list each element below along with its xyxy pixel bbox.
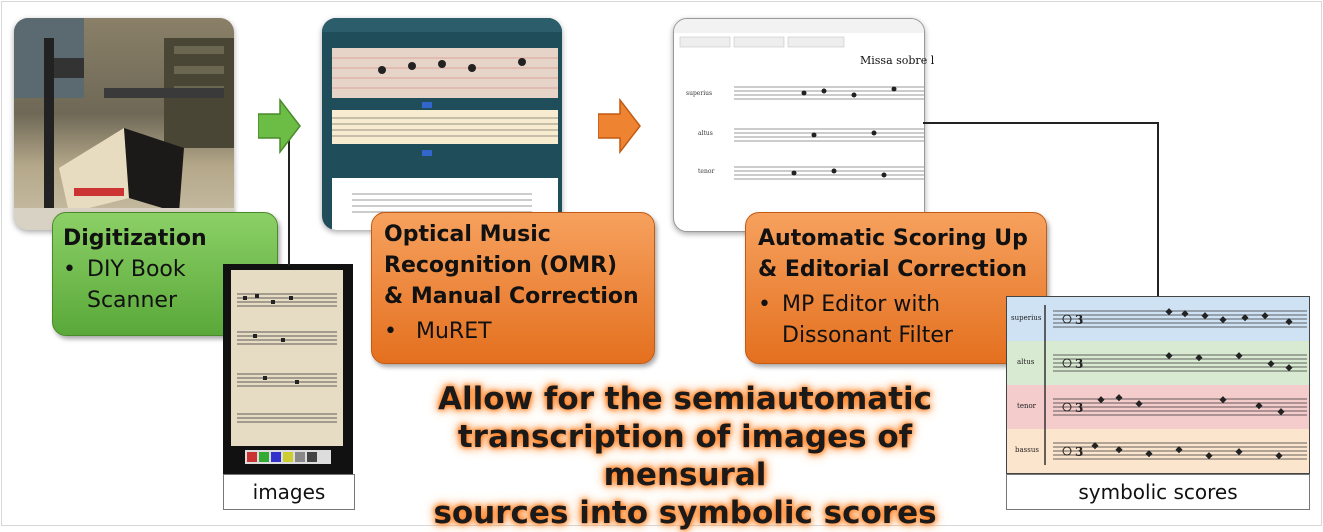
connector-line-top [923, 122, 1159, 124]
symbolic-score-image: 3 3 3 3 [1006, 296, 1310, 474]
scoring-card: Automatic Scoring Up & Editorial Correct… [745, 212, 1047, 364]
scoring-screenshot [673, 18, 925, 232]
connector-line-images [288, 126, 290, 266]
omr-title-line3: & Manual Correction [384, 284, 639, 309]
scoring-title-line1: Automatic Scoring Up [758, 226, 1028, 251]
score-voice-tenor: tenor [1017, 402, 1037, 410]
scoring-voice-superius: superius [686, 90, 713, 97]
svg-text:3: 3 [1075, 313, 1083, 327]
images-caption: images [223, 474, 355, 510]
scoring-voice-tenor: tenor [698, 168, 715, 175]
tagline: Allow for the semiautomatic transcriptio… [395, 380, 975, 532]
tagline-line1: Allow for the semiautomatic [437, 381, 933, 417]
tagline-line3: sources into symbolic scores [433, 495, 937, 531]
omr-title-line1: Optical Music [384, 222, 551, 247]
svg-text:3: 3 [1075, 401, 1083, 415]
green-arrow-icon [258, 98, 301, 154]
score-voice-altus: altus [1017, 358, 1035, 366]
tagline-line2: transcription of images of mensural [457, 419, 913, 493]
scoring-bullet: •MP Editor with Dissonant Filter [758, 292, 953, 348]
scoring-voice-altus: altus [698, 130, 713, 137]
digitization-title: Digitization [63, 226, 207, 251]
connector-line-down [1157, 122, 1159, 298]
score-voice-bassus: bassus [1015, 446, 1039, 454]
scoring-title-text: Missa sobre l [860, 54, 935, 67]
svg-text:3: 3 [1075, 445, 1083, 459]
manuscript-image [223, 264, 353, 474]
omr-title-line2: Recognition (OMR) [384, 253, 618, 278]
muret-screenshot [322, 18, 562, 230]
omr-card: Optical Music Recognition (OMR) & Manual… [371, 212, 655, 364]
omr-bullet: •MuRET [384, 319, 492, 344]
digitization-bullet: •DIY Book Scanner [63, 257, 186, 313]
score-voice-superius: superius [1011, 314, 1042, 322]
orange-arrow-icon [598, 98, 641, 154]
symbolic-scores-caption: symbolic scores [1006, 474, 1310, 510]
svg-text:3: 3 [1075, 357, 1083, 371]
book-scanner-photo [14, 18, 234, 230]
scoring-title-line2: & Editorial Correction [758, 257, 1027, 282]
